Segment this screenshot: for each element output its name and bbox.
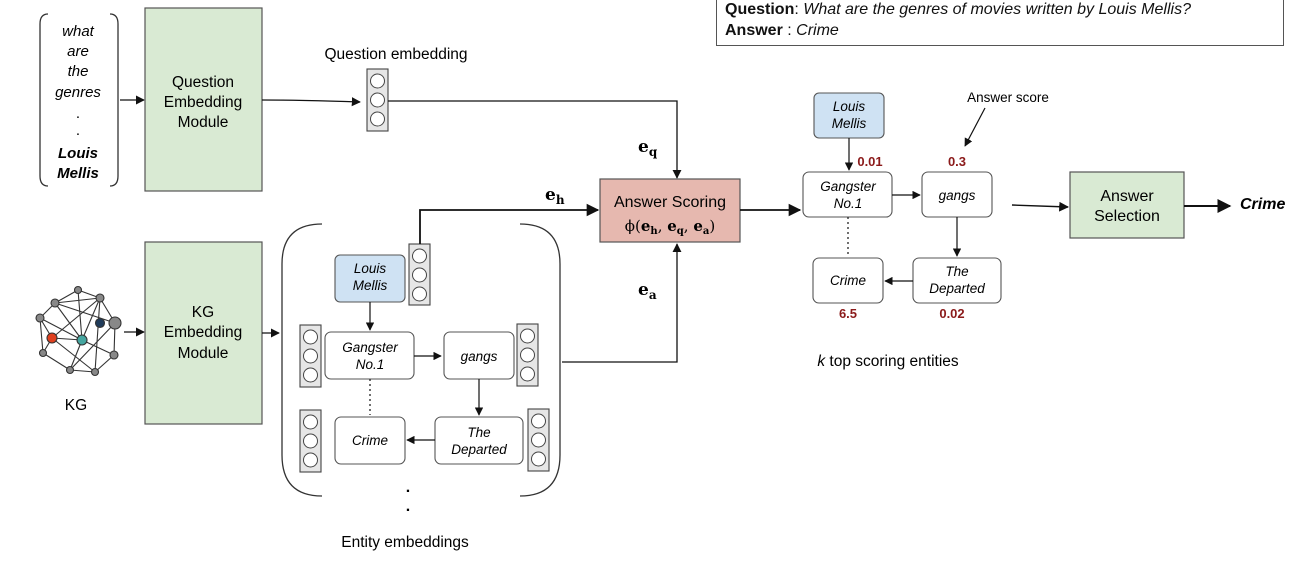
question-embedding-vector (366, 68, 389, 132)
answer-score-pointer (964, 107, 986, 147)
answer-scoring-module (599, 178, 741, 243)
qmodule-line-1: Question (172, 74, 234, 91)
arrow-entities-to-scoring (562, 243, 682, 363)
node-departed-l1: The (467, 425, 490, 440)
kg-label: KG (65, 397, 87, 414)
arrow-head-to-scoring (419, 203, 600, 244)
entity-vdot-1: . (406, 479, 410, 496)
score-gangs: 0.3 (948, 154, 966, 169)
gangs-embedding-vector (516, 323, 539, 387)
entity-group-left-bracket (281, 223, 323, 497)
score-crime: 6.5 (839, 306, 857, 321)
departed-embedding-vector (527, 408, 550, 472)
token-3: genres (55, 84, 101, 101)
token-6: Louis (58, 145, 98, 162)
score-departed: 0.02 (939, 306, 964, 321)
answer-line: Answer : Crime (725, 20, 1283, 41)
kgmodule-line-3: Module (178, 345, 229, 362)
topk-gangs-l1: gangs (939, 188, 976, 203)
left-paren (39, 13, 49, 187)
node-gangster-l2: No.1 (356, 357, 385, 372)
answer-value: Crime (796, 22, 839, 39)
ea-label: ea (638, 280, 657, 302)
node-crime (334, 416, 406, 465)
token-5: . (76, 122, 80, 139)
token-4: . (76, 105, 80, 122)
answer-scoring-title: Answer Scoring (614, 194, 726, 211)
question-line: Question: What are the genres of movies … (725, 1, 1191, 18)
node-departed-l2: Departed (451, 442, 507, 457)
top-k-caption: k top scoring entities (817, 353, 959, 370)
topk-gangster-l2: No.1 (834, 196, 863, 211)
arrow-qvec-to-scoring (388, 100, 682, 179)
topk-louis-l2: Mellis (832, 116, 867, 131)
token-0: what (62, 23, 95, 40)
question-key: Question (725, 1, 795, 18)
topk-crime-l1: Crime (830, 273, 866, 288)
kgmodule-line-2: Embedding (164, 324, 242, 341)
answer-selection-l1: Answer (1100, 188, 1154, 205)
right-paren (109, 13, 119, 187)
eq-label: eq (638, 137, 658, 159)
eh-label: eh (545, 185, 565, 207)
kg-graph-icon (35, 285, 122, 377)
token-2: the (68, 63, 89, 80)
score-gangster: 0.01 (857, 154, 882, 169)
answer-key: Answer (725, 22, 783, 39)
node-gangs-l1: gangs (461, 349, 498, 364)
token-7: Mellis (57, 165, 99, 182)
entity-embeddings-label: Entity embeddings (341, 534, 469, 551)
node-louis-mellis-l1: Louis (354, 261, 387, 276)
crime-embedding-vector (299, 409, 322, 473)
qmodule-line-3: Module (178, 114, 229, 131)
question-answer-box: Question: What are the genres of movies … (716, 0, 1284, 46)
topk-gangster-l1: Gangster (820, 179, 876, 194)
head-embedding-vector (408, 243, 431, 306)
kg-embedding-module (144, 241, 263, 425)
topk-departed-l2: Departed (929, 281, 985, 296)
arrow-topk-to-selection (1011, 201, 1069, 212)
final-answer: Crime (1240, 196, 1285, 213)
question-value: What are the genres of movies written by… (803, 1, 1191, 18)
question-embedding-module (144, 7, 263, 192)
gangster-embedding-vector (299, 324, 322, 388)
question-tokens: what are the genres . . Louis Mellis (39, 13, 119, 187)
topk-louis-l1: Louis (833, 99, 866, 114)
kgmodule-line-1: KG (192, 304, 214, 321)
node-gangster-l1: Gangster (342, 340, 398, 355)
arrow-qmodule-to-qvec (261, 97, 361, 107)
answer-sep: : (782, 22, 797, 39)
topk-departed-l1: The (945, 264, 968, 279)
token-1: are (67, 43, 89, 60)
question-embedding-label: Question embedding (324, 46, 467, 63)
answer-selection-module (1069, 171, 1185, 239)
entity-vdot-2: . (406, 498, 410, 515)
answer-score-label: Answer score (967, 90, 1049, 105)
topk-node-crime (812, 257, 884, 304)
qmodule-line-2: Embedding (164, 94, 242, 111)
answer-selection-l2: Selection (1094, 208, 1160, 225)
node-louis-mellis-l2: Mellis (353, 278, 388, 293)
answer-scoring-formula: ϕ(eh, eq, ea) (625, 217, 715, 237)
node-crime-l1: Crime (352, 433, 388, 448)
entity-group-right-bracket (519, 223, 561, 497)
